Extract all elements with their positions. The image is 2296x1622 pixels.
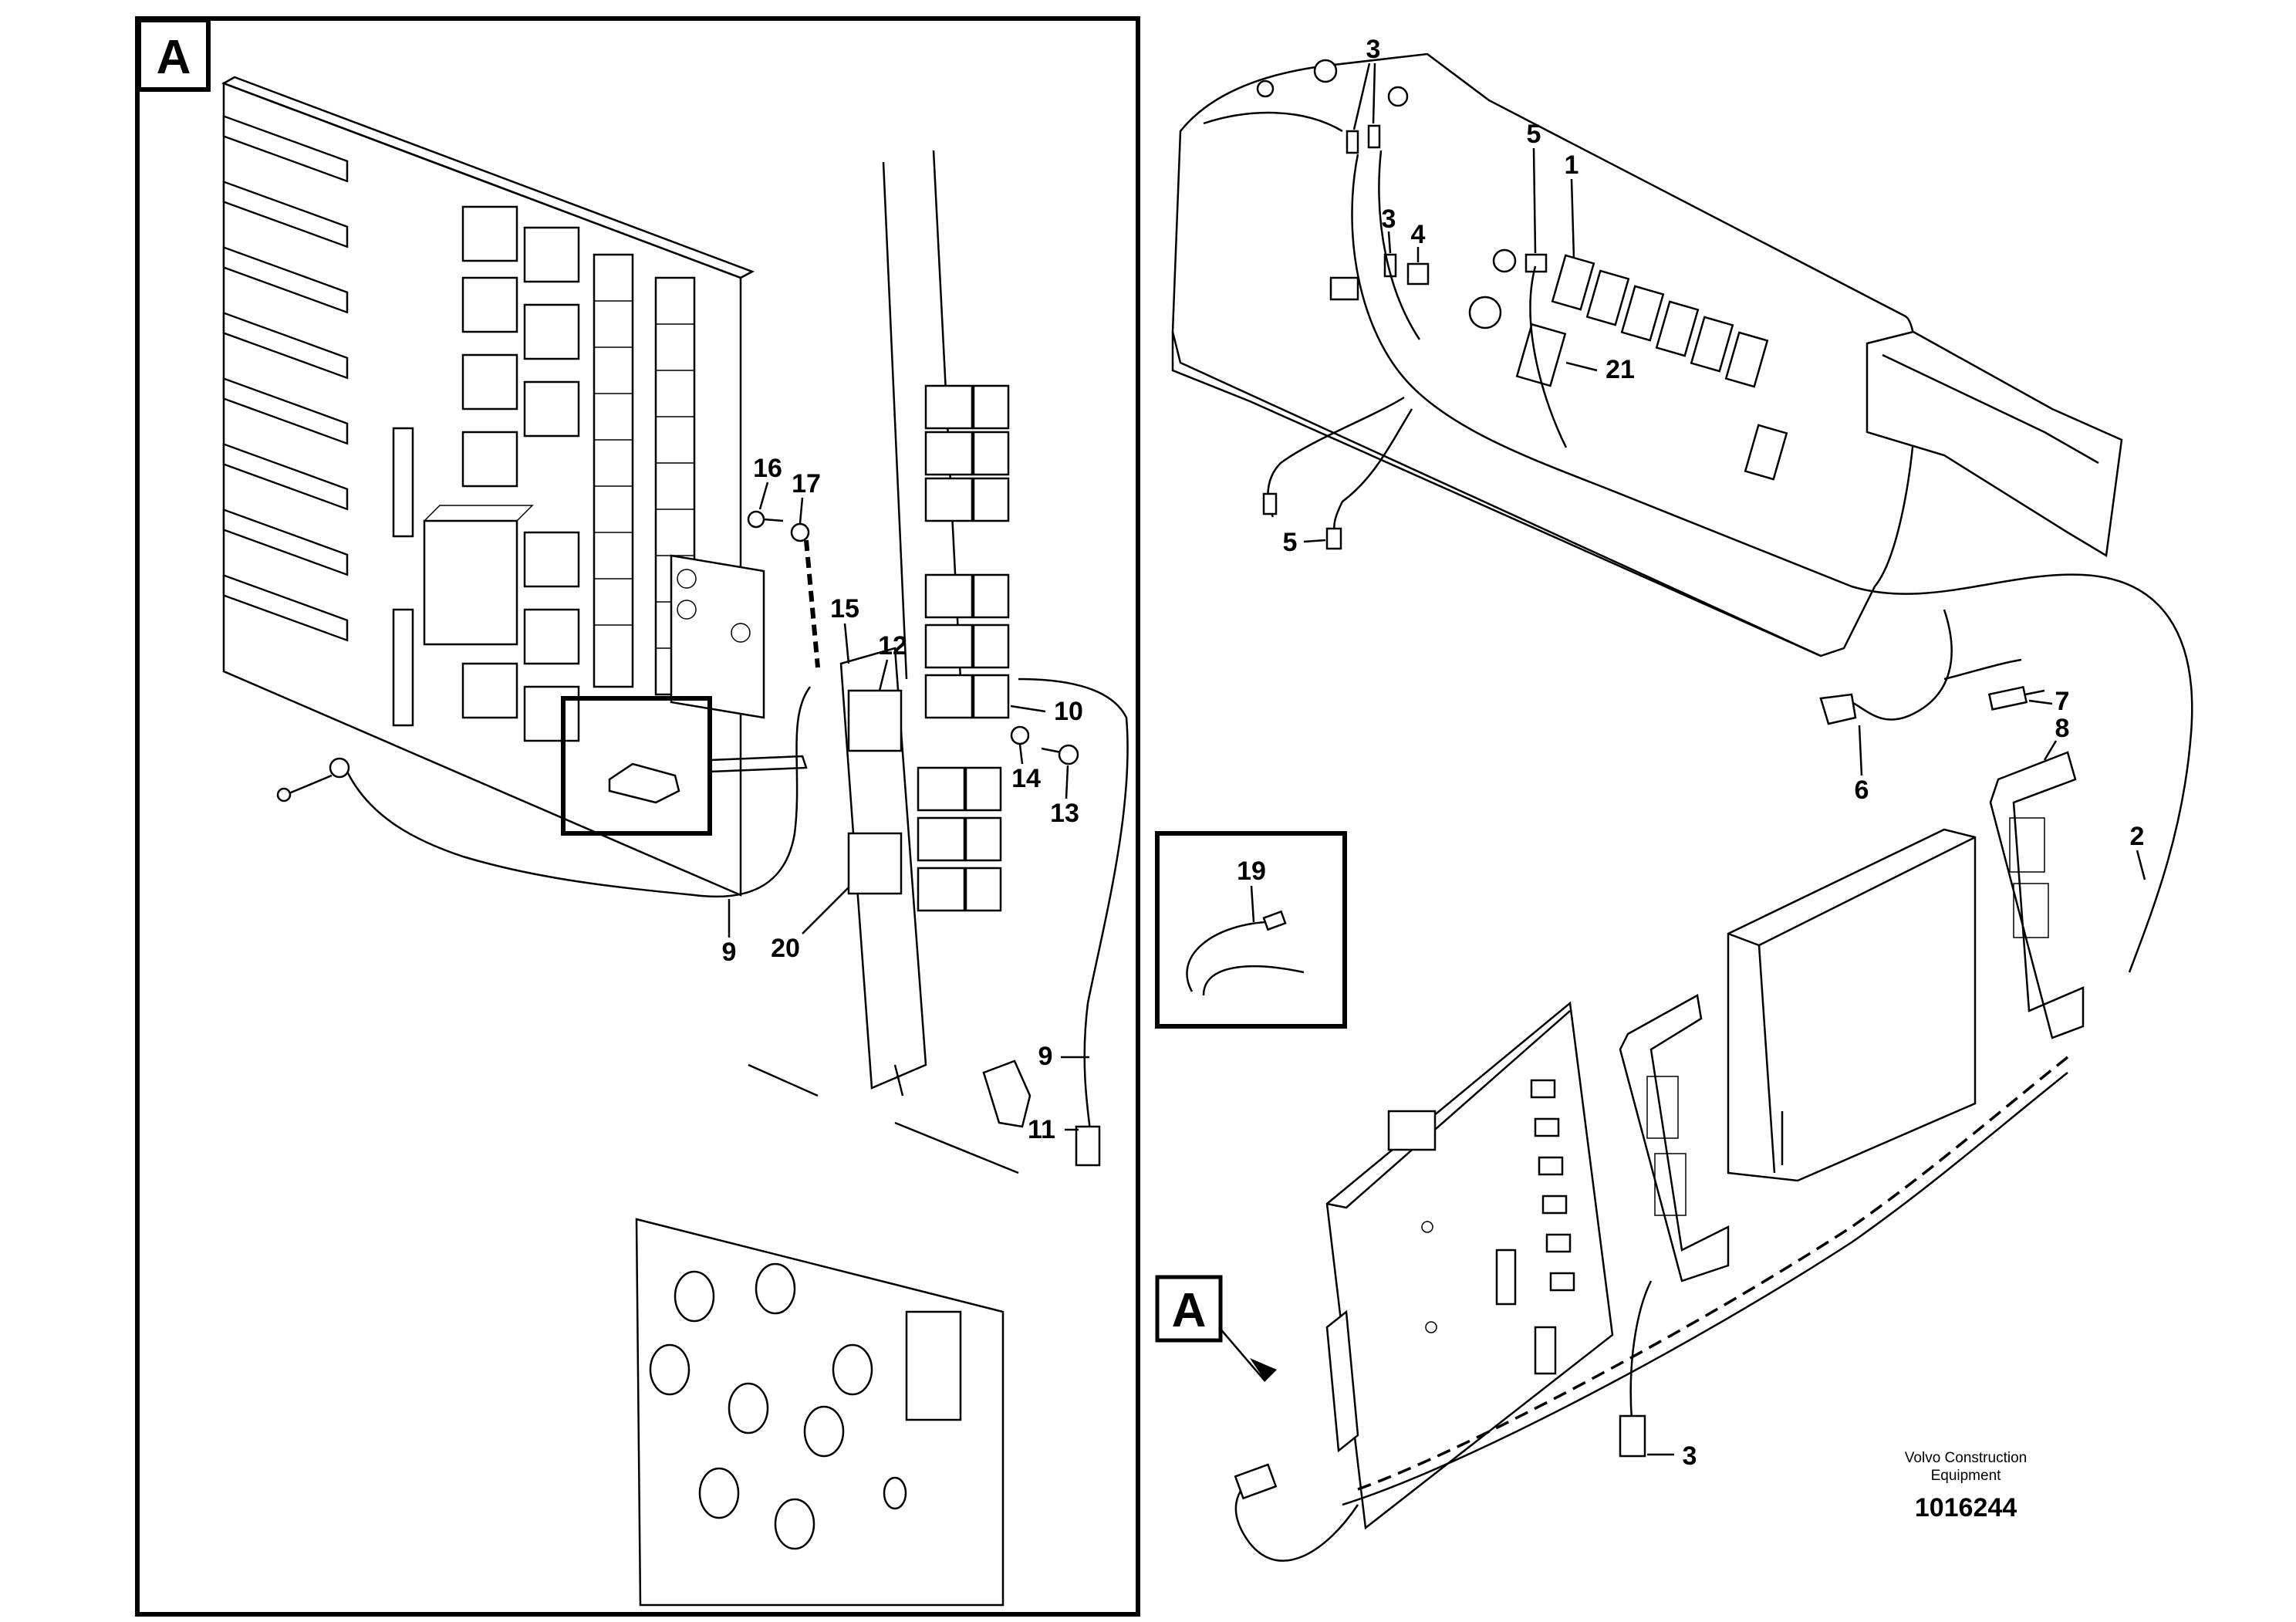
bracket-8 xyxy=(1989,751,2085,1039)
connector-5-bottom xyxy=(1325,527,1342,550)
connector-5-top xyxy=(1524,253,1548,273)
callout-4: 4 xyxy=(1411,220,1426,249)
screw-16 xyxy=(747,510,784,529)
fuse-holders xyxy=(917,384,1010,912)
callout-9-right: 9 xyxy=(1038,1042,1053,1071)
cable-dashed xyxy=(1357,1056,2069,1491)
main-view-letter: A xyxy=(1172,1284,1207,1337)
callout-14: 14 xyxy=(1011,764,1041,793)
panel-switches xyxy=(1551,254,1788,481)
callout-11: 11 xyxy=(1028,1115,1055,1144)
ecu-housing xyxy=(1727,828,1977,1182)
callout-17: 17 xyxy=(792,469,821,498)
callout-1: 1 xyxy=(1565,150,1579,180)
callout-19: 19 xyxy=(1237,857,1266,886)
main-view: A 3 3 4 5 1 21 5 6 7 8 2 19 xyxy=(1155,35,2193,1562)
relay-12 xyxy=(847,689,903,752)
board-chips xyxy=(1530,1079,1575,1292)
callout-2: 2 xyxy=(2130,822,2145,851)
control-board xyxy=(1325,1001,1614,1530)
callout-3-mid: 3 xyxy=(1382,204,1396,234)
ground-bolt xyxy=(276,757,350,803)
connector-11 xyxy=(1075,1125,1101,1167)
panel-side-wing xyxy=(1866,330,2123,558)
callout-5-top: 5 xyxy=(1527,120,1541,149)
harness-branch-6-7 xyxy=(1851,609,1953,721)
inset-closeup xyxy=(561,696,808,836)
callout-10: 10 xyxy=(1054,697,1083,726)
drawing-number: 1016244 xyxy=(1915,1493,2017,1522)
fuse-rail xyxy=(839,150,962,1097)
callout-13: 13 xyxy=(1050,799,1079,828)
washer-17 xyxy=(790,522,810,542)
credit-line-1: Volvo Construction xyxy=(1905,1450,2027,1466)
view-arrow xyxy=(1250,1358,1277,1381)
cable-lower-left xyxy=(1234,1472,1359,1562)
detail-view-letter-box xyxy=(137,18,211,92)
central-electric-board xyxy=(221,76,765,897)
credit-line-2: Equipment xyxy=(1931,1468,2002,1484)
callout-6: 6 xyxy=(1855,776,1869,805)
connector-lower xyxy=(1234,1463,1278,1500)
cable-branch-3 xyxy=(1629,1280,1653,1421)
connector-5-left xyxy=(1262,492,1278,515)
callout-8: 8 xyxy=(2055,714,2070,743)
callout-5-bottom: 5 xyxy=(1283,528,1298,557)
detail-view-letter: A xyxy=(157,31,191,84)
screw-path-dashed xyxy=(804,539,820,668)
instrument-panel xyxy=(1171,52,2123,657)
connector-7 xyxy=(1987,685,2028,711)
connector-4 xyxy=(1406,262,1430,286)
switch-21 xyxy=(1515,323,1567,387)
callout-3-top: 3 xyxy=(1366,35,1381,64)
callout-9-left: 9 xyxy=(722,938,737,967)
bracket-front xyxy=(1619,994,1730,1282)
relay-20 xyxy=(847,832,903,895)
callout-3-bottom: 3 xyxy=(1683,1441,1697,1471)
connector-6 xyxy=(1819,693,1857,725)
connector-3-bottom xyxy=(1619,1414,1646,1458)
clip xyxy=(982,1059,1032,1128)
callout-20: 20 xyxy=(771,934,800,963)
washer-14 xyxy=(1010,725,1030,745)
screw-13 xyxy=(1041,744,1079,765)
board-relays xyxy=(461,205,580,742)
callout-15: 15 xyxy=(830,594,859,623)
main-view-letter-box xyxy=(1155,1275,1223,1343)
detail-view-frame xyxy=(135,16,1140,1617)
cable-9-left xyxy=(346,686,812,898)
board-main-relay xyxy=(423,519,518,646)
board-bracket xyxy=(670,554,765,719)
board-connectors xyxy=(222,114,349,642)
cable-tie-inset xyxy=(1155,831,1347,1029)
callout-21: 21 xyxy=(1606,355,1635,384)
connector-3-top-b xyxy=(1367,124,1381,149)
detail-view-a: A xyxy=(135,16,1140,1617)
cab-floor-panel xyxy=(635,1218,1004,1607)
callout-16: 16 xyxy=(753,454,782,483)
callout-12: 12 xyxy=(878,631,907,661)
callout-7: 7 xyxy=(2055,687,2070,716)
panel-harness xyxy=(1351,154,2193,973)
connector-3-top-a xyxy=(1346,130,1359,154)
cable-9-right xyxy=(1018,678,1129,1143)
